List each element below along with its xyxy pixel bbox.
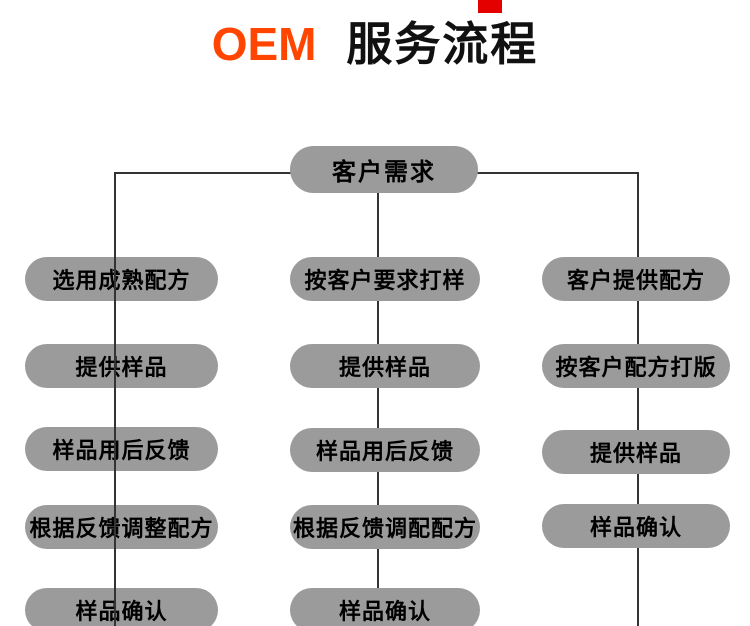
flow-node-middle-5: 样品确认 xyxy=(290,588,480,626)
flow-node-right-2: 按客户配方打版 xyxy=(542,344,730,388)
flow-node-left-4: 根据反馈调整配方 xyxy=(25,505,218,549)
connector-right-line xyxy=(637,172,639,626)
title-oem: OEM xyxy=(211,18,317,70)
flow-node-left-1: 选用成熟配方 xyxy=(25,257,218,301)
page-title: OEM 服务流程 xyxy=(0,8,750,74)
flow-node-customer-demand: 客户需求 xyxy=(290,146,478,193)
title-text: 服务流程 xyxy=(346,18,539,70)
flow-node-left-5: 样品确认 xyxy=(25,588,218,626)
flow-node-middle-3: 样品用后反馈 xyxy=(290,428,480,472)
flow-node-middle-4: 根据反馈调配配方 xyxy=(290,505,480,549)
connector-left-line xyxy=(114,172,116,626)
flow-node-right-4: 样品确认 xyxy=(542,504,730,548)
flow-node-right-3: 提供样品 xyxy=(542,430,730,474)
flow-node-middle-1: 按客户要求打样 xyxy=(290,257,480,301)
connector-middle-line xyxy=(377,193,379,626)
flow-node-middle-2: 提供样品 xyxy=(290,344,480,388)
flow-node-left-3: 样品用后反馈 xyxy=(25,427,218,471)
red-tab-badge xyxy=(478,0,502,13)
flow-node-left-2: 提供样品 xyxy=(25,344,218,388)
flow-node-right-1: 客户提供配方 xyxy=(542,257,730,301)
